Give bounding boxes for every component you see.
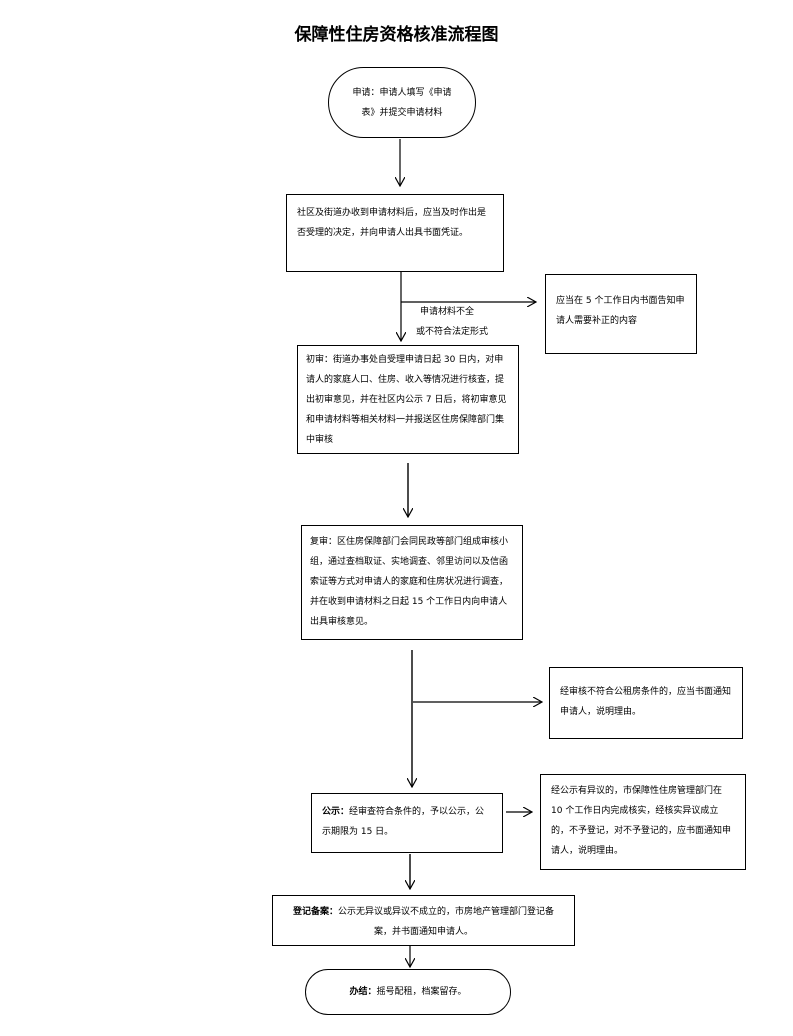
receive-box: 社区及街道办收到申请材料后，应当及时作出是否受理的决定，并向申请人出具书面凭证。 <box>286 194 504 272</box>
finish-heading: 办结： <box>349 987 377 997</box>
second-review-text: 区住房保障部门会同民政等部门组成审核小组，通过查档取证、实地调查、邻里访问以及信… <box>310 537 509 627</box>
publicity-heading: 公示： <box>322 807 350 817</box>
register-box: 登记备案：公示无异议或异议不成立的，市房地产管理部门登记备案，并书面通知申请人。 <box>272 895 575 946</box>
receive-text: 社区及街道办收到申请材料后，应当及时作出是否受理的决定，并向申请人出具书面凭证。 <box>297 208 487 238</box>
objection-box: 经公示有异议的，市保障性住房管理部门在 10 个工作日内完成核实，经核实异议成立… <box>540 774 746 870</box>
finish-text: 摇号配租，档案留存。 <box>376 987 467 997</box>
start-text: 申请：申请人填写《申请表》并提交申请材料 <box>352 87 452 118</box>
second-review-box: 复审：区住房保障部门会同民政等部门组成审核小组，通过查档取证、实地调查、邻里访问… <box>301 525 523 640</box>
register-text: 公示无异议或异议不成立的，市房地产管理部门登记备案，并书面通知申请人。 <box>338 907 555 937</box>
page-title: 保障性住房资格核准流程图 <box>294 25 499 45</box>
publicity-box: 公示：经审查符合条件的，予以公示，公示期限为 15 日。 <box>311 793 503 853</box>
first-review-heading: 初审： <box>306 355 334 365</box>
incomplete-notice-box: 应当在 5 个工作日内书面告知申请人需要补正的内容 <box>545 274 697 354</box>
reject-text: 经审核不符合公租房条件的，应当书面通知申请人，说明理由。 <box>560 687 732 717</box>
incomplete-label-2: 或不符合法定形式 <box>416 327 489 337</box>
incomplete-label-1: 申请材料不全 <box>420 307 475 317</box>
publicity-text: 经审查符合条件的，予以公示，公示期限为 15 日。 <box>322 807 485 837</box>
register-heading: 登记备案： <box>292 907 338 917</box>
incomplete-notice-text: 应当在 5 个工作日内书面告知申请人需要补正的内容 <box>556 296 685 326</box>
first-review-text: 街道办事处自受理申请日起 30 日内，对申请人的家庭人口、住房、收入等情况进行核… <box>306 355 507 445</box>
finish-node: 办结：摇号配租，档案留存。 <box>305 969 511 1015</box>
start-node: 申请：申请人填写《申请表》并提交申请材料 <box>328 67 476 138</box>
reject-box: 经审核不符合公租房条件的，应当书面通知申请人，说明理由。 <box>549 667 743 739</box>
first-review-box: 初审：街道办事处自受理申请日起 30 日内，对申请人的家庭人口、住房、收入等情况… <box>297 345 519 454</box>
second-review-heading: 复审： <box>310 537 338 547</box>
objection-text: 经公示有异议的，市保障性住房管理部门在 10 个工作日内完成核实，经核实异议成立… <box>551 786 732 856</box>
